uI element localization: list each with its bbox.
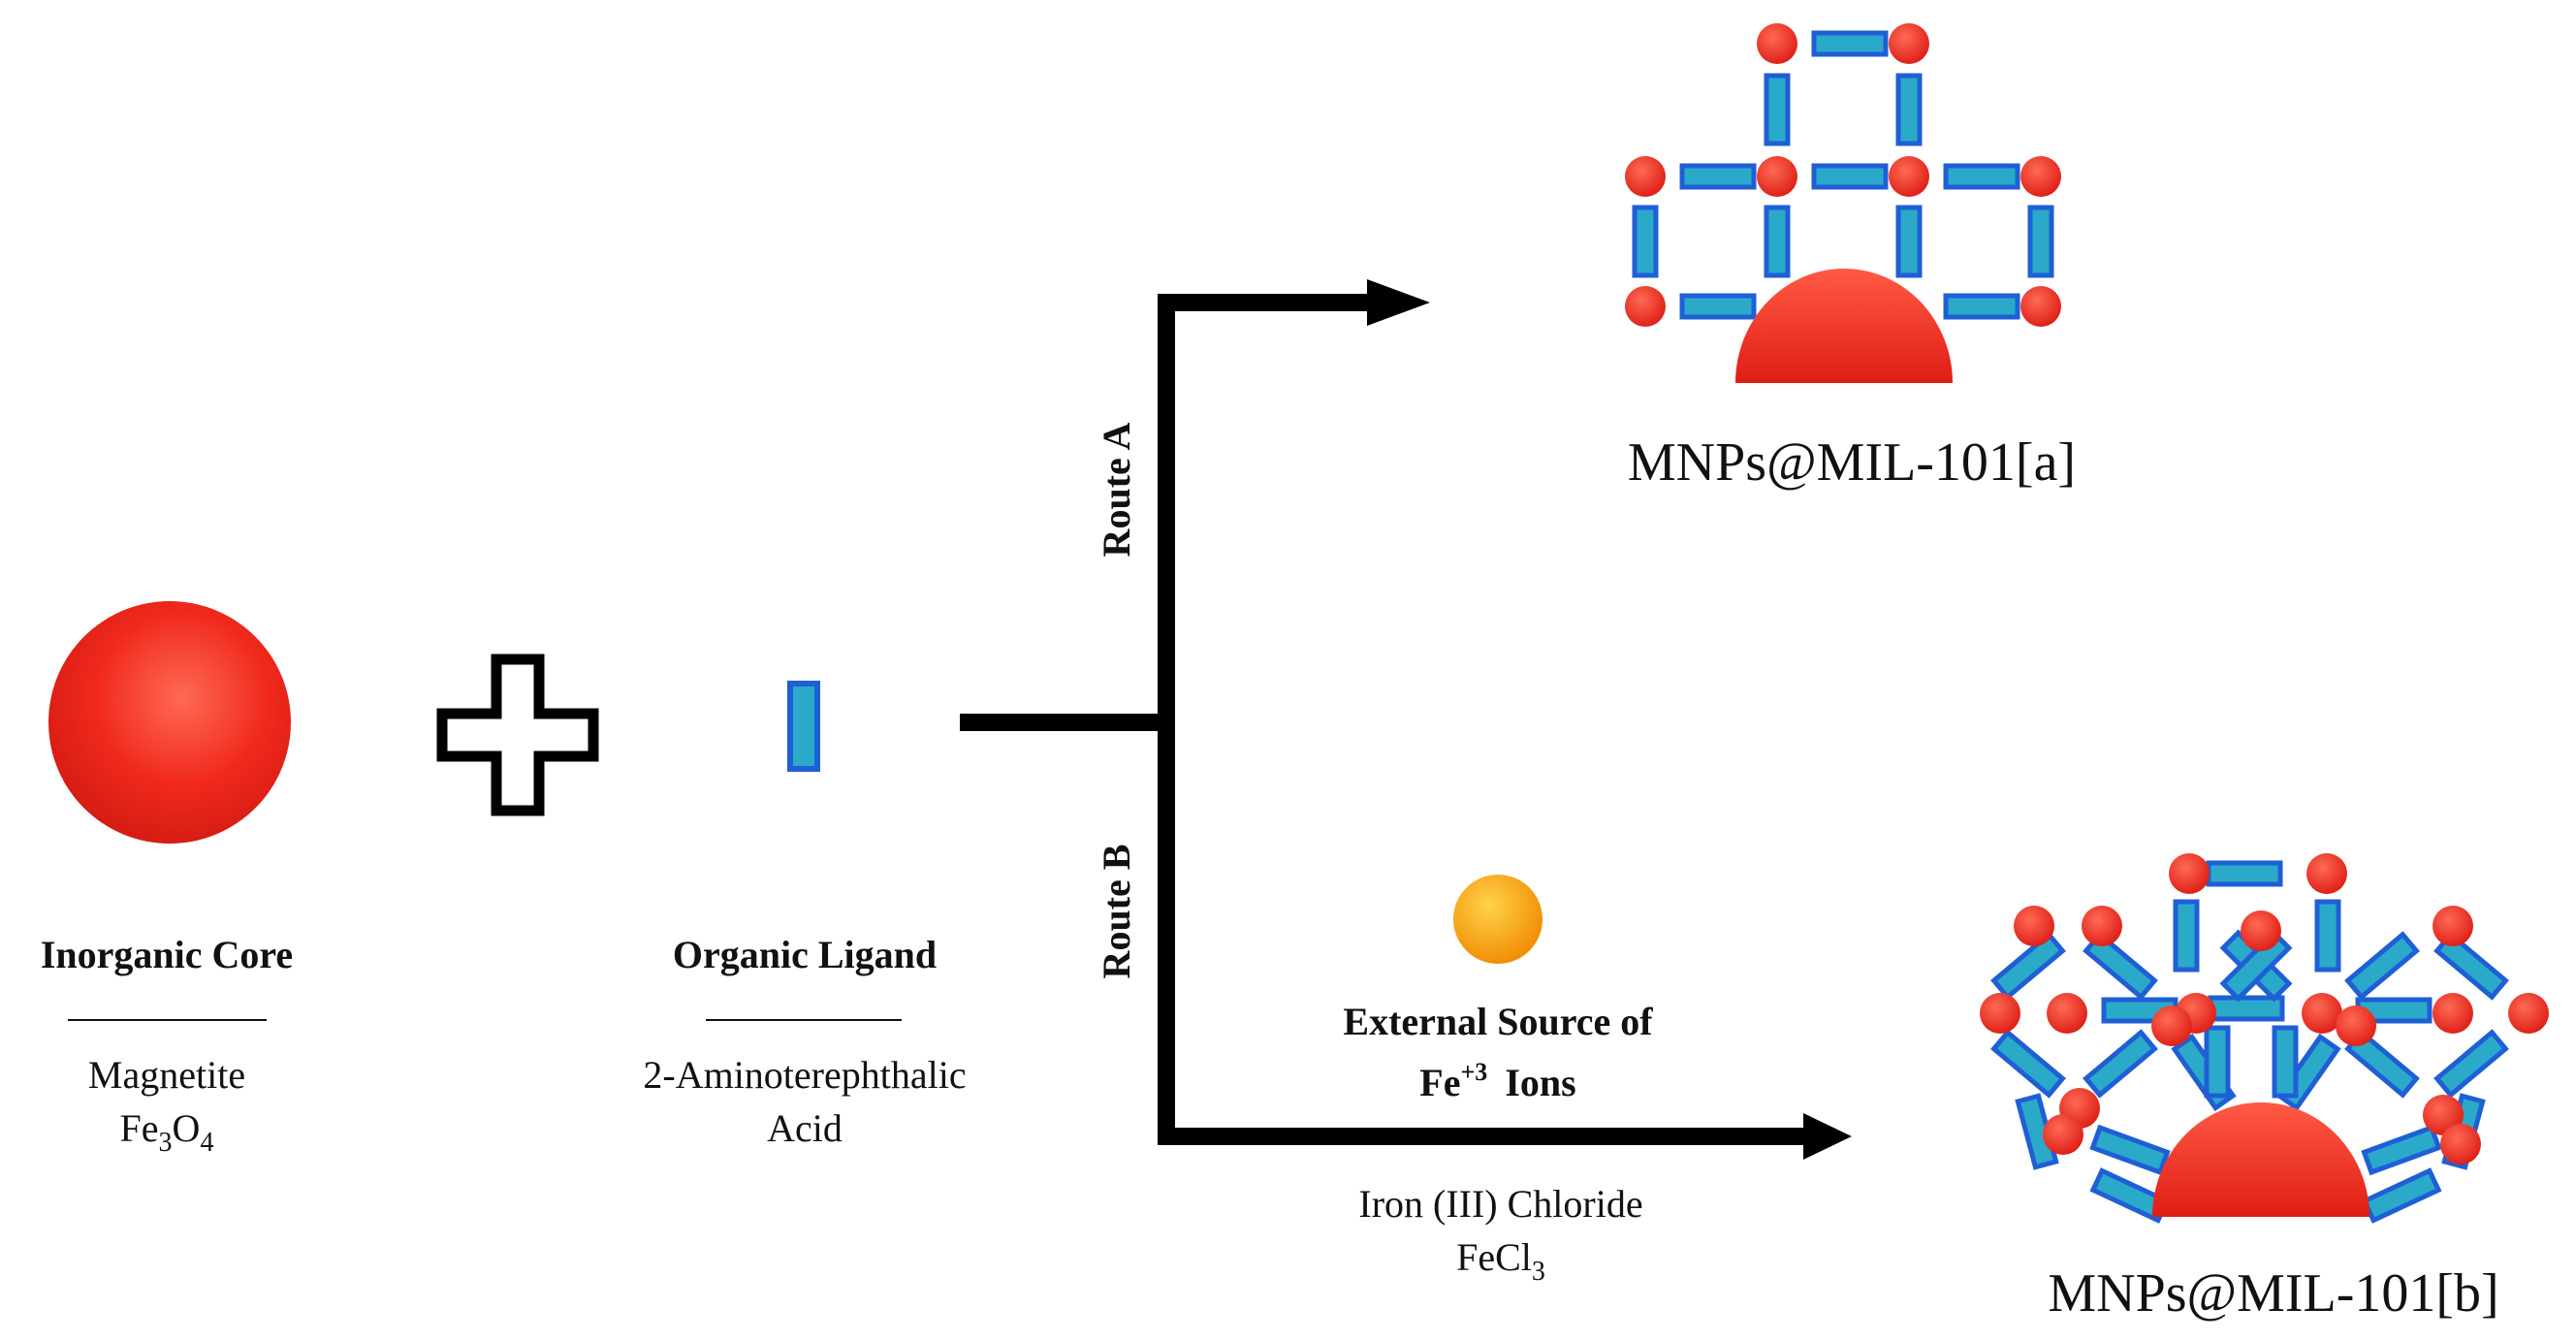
product-a-structure xyxy=(1625,23,2061,383)
external-source-line1: External Source of xyxy=(1343,1000,1653,1043)
linker xyxy=(1895,205,1923,278)
metal-node xyxy=(1889,156,1929,197)
linker xyxy=(1943,163,2020,190)
inorganic-core-sphere xyxy=(48,601,291,844)
route-a-arrowhead xyxy=(1367,279,1430,326)
linker xyxy=(1632,205,1659,278)
linker xyxy=(2208,995,2285,1022)
linker xyxy=(2204,1025,2231,1099)
metal-node xyxy=(2169,853,2210,894)
metal-node xyxy=(2047,993,2087,1034)
linker xyxy=(1679,293,1757,320)
linker xyxy=(2361,1167,2442,1224)
linker xyxy=(1679,163,1757,190)
ligand-name-line1: 2-Aminoterephthalic xyxy=(643,1053,966,1097)
magnetite-formula: Fe3O4 xyxy=(120,1106,214,1158)
route-b-label: Route B xyxy=(1095,845,1138,979)
magnetite-core-dome xyxy=(1735,269,1953,383)
fecl3-formula: FeCl3 xyxy=(1456,1235,1545,1287)
metal-node xyxy=(2433,993,2473,1034)
route-b-arrowhead xyxy=(1803,1113,1852,1160)
route-a-label: Route A xyxy=(1095,422,1138,557)
linker xyxy=(1764,73,1791,146)
linker xyxy=(2219,929,2293,1003)
metal-node xyxy=(2082,906,2122,946)
metal-node xyxy=(1980,993,2020,1034)
plus-icon xyxy=(436,654,599,816)
linker xyxy=(1764,205,1791,278)
linker xyxy=(2083,1029,2158,1099)
magnetite-core-dome xyxy=(2152,1102,2369,1217)
linker xyxy=(1990,1029,2066,1099)
metal-node xyxy=(2151,1005,2192,1046)
metal-node xyxy=(2433,906,2473,946)
linker xyxy=(2089,1124,2171,1176)
linker xyxy=(2272,1025,2299,1099)
metal-node xyxy=(1889,23,1929,64)
linker xyxy=(2344,931,2420,1001)
fe-ion-sphere xyxy=(1453,875,1542,964)
linker xyxy=(1943,293,2020,320)
organic-ligand-title: Organic Ligand xyxy=(673,933,937,976)
linker xyxy=(1895,73,1923,146)
product-b-label: MNPs@MIL-101[b] xyxy=(2048,1263,2498,1324)
product-b-structure xyxy=(1980,853,2549,1224)
inorganic-core-title: Inorganic Core xyxy=(41,933,293,976)
metal-node xyxy=(2302,993,2342,1034)
magnetite-label: Magnetite xyxy=(88,1053,245,1097)
linker xyxy=(1811,163,1889,190)
metal-node xyxy=(1757,156,1797,197)
organic-ligand-linker xyxy=(787,681,820,772)
linker xyxy=(1811,30,1889,57)
linker xyxy=(1990,931,2066,1001)
metal-node xyxy=(1625,286,1666,327)
branch-arrows xyxy=(960,279,1852,1160)
metal-node xyxy=(2014,906,2054,946)
metal-node xyxy=(2440,1124,2481,1165)
product-a-label: MNPs@MIL-101[a] xyxy=(1628,432,2076,493)
linker xyxy=(2206,860,2283,887)
metal-node xyxy=(2020,156,2061,197)
ligand-name-line2: Acid xyxy=(767,1106,843,1150)
metal-node xyxy=(2508,993,2549,1034)
iron-chloride-label: Iron (III) Chloride xyxy=(1358,1182,1642,1226)
linker xyxy=(2361,1124,2442,1176)
linker xyxy=(2314,899,2341,973)
metal-node xyxy=(2241,910,2281,951)
metal-node xyxy=(1625,156,1666,197)
metal-node xyxy=(1757,23,1797,64)
linker xyxy=(2027,205,2054,278)
metal-node xyxy=(2336,1005,2376,1046)
linker xyxy=(2173,899,2200,973)
metal-node xyxy=(2306,853,2347,894)
linker xyxy=(2433,1029,2509,1099)
metal-node xyxy=(2020,286,2061,327)
metal-node xyxy=(2043,1114,2083,1155)
